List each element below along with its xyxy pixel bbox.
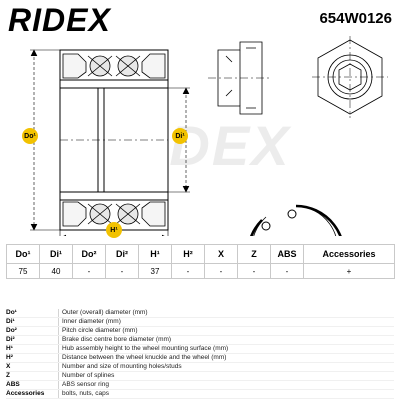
legend-definition: bolts, nuts, caps <box>58 389 394 399</box>
legend-definition: Pitch circle diameter (mm) <box>58 326 394 336</box>
bearing-section-drawing <box>30 49 190 236</box>
circlip-icon <box>250 204 342 236</box>
technical-drawing <box>30 36 388 236</box>
legend-definition: Hub assembly height to the wheel mountin… <box>58 344 394 354</box>
legend-definition: Number and size of mounting holes/studs <box>58 362 394 372</box>
spec-header-h1: H¹ <box>138 244 172 264</box>
legend-term: X <box>6 362 59 372</box>
legend-term: Z <box>6 371 59 381</box>
legend-definition: Distance between the wheel knuckle and t… <box>58 353 394 363</box>
spec-header-di2: Di² <box>105 244 139 264</box>
legend-term: Do¹ <box>6 309 59 318</box>
spec-value-x: - <box>204 263 238 279</box>
legend-definition: ABS sensor ring <box>58 380 394 390</box>
legend-term: Di¹ <box>6 317 59 327</box>
part-number: 654W0126 <box>319 10 392 27</box>
legend-definition: Number of splines <box>58 371 394 381</box>
inner-diameter-badge: Di¹ <box>172 128 188 144</box>
spec-table-header-row: Do¹ Di¹ Do² Di² H¹ H² X Z ABS Accessorie… <box>6 244 395 264</box>
hub-nut-front-icon <box>312 36 388 118</box>
legend-term: ABS <box>6 380 59 390</box>
spec-header-accessories: Accessories <box>303 244 395 264</box>
spec-value-di2: - <box>105 263 139 279</box>
hub-nut-side-icon <box>208 41 272 115</box>
spec-value-z: - <box>237 263 271 279</box>
spec-header-h2: H² <box>171 244 205 264</box>
legend-term: Di² <box>6 335 59 345</box>
height-badge: H¹ <box>106 222 122 238</box>
spec-header-di1: Di¹ <box>39 244 73 264</box>
spec-value-do1: 75 <box>6 263 40 279</box>
spec-header-do1: Do¹ <box>6 244 40 264</box>
spec-value-do2: - <box>72 263 106 279</box>
spec-value-accessories: + <box>303 263 395 279</box>
spec-value-h2: - <box>171 263 205 279</box>
spec-value-h1: 37 <box>138 263 172 279</box>
spec-value-abs: - <box>270 263 304 279</box>
legend-term: H² <box>6 353 59 363</box>
brand-logo: RIDEX <box>8 2 111 38</box>
legend-definition: Outer (overall) diameter (mm) <box>58 309 394 318</box>
spec-header-abs: ABS <box>270 244 304 264</box>
legend-definition: Brake disc centre bore diameter (mm) <box>58 335 394 345</box>
spec-table-value-row: 75 40 - - 37 - - - - + <box>6 263 395 279</box>
spec-header-z: Z <box>237 244 271 264</box>
legend-definition: Inner diameter (mm) <box>58 317 394 327</box>
spec-value-di1: 40 <box>39 263 73 279</box>
spec-table: Do¹ Di¹ Do² Di² H¹ H² X Z ABS Accessorie… <box>6 244 395 279</box>
legend-term: Accessories <box>6 389 59 399</box>
legend-term: Do² <box>6 326 59 336</box>
legend-term: H¹ <box>6 344 59 354</box>
outer-diameter-badge: Do¹ <box>22 128 38 144</box>
spec-header-do2: Do² <box>72 244 106 264</box>
spec-header-x: X <box>204 244 238 264</box>
